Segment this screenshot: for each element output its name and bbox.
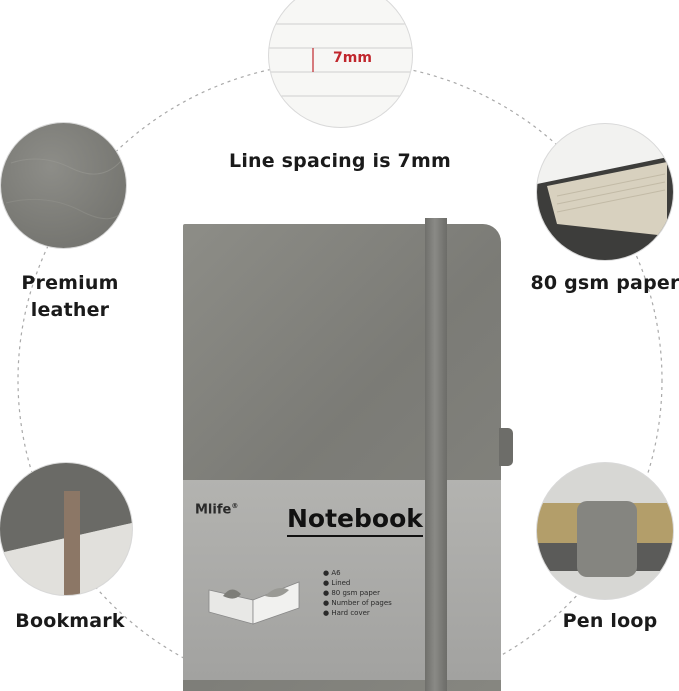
leather-texture [5, 158, 126, 220]
spec-text: Number of pages [331, 599, 392, 607]
elastic-closure-band [425, 218, 447, 691]
line-spacing-detail-image: 7mm [269, 0, 412, 127]
paper-stack-closeup [537, 156, 673, 260]
spec-list: ● A6 ● Lined ● 80 gsm paper ● Number of … [323, 568, 392, 618]
premium-leather-label-line2: leather [30, 299, 110, 321]
spec-bullet-icon: ● [323, 609, 330, 617]
spec-bullet-icon: ● [323, 579, 330, 587]
pen-loop-closeup [537, 501, 673, 577]
premium-leather-label-line1: Premium [21, 272, 119, 294]
spec-text: 80 gsm paper [331, 589, 380, 597]
pen-loop-tab [499, 428, 513, 466]
spec-item: ● A6 [323, 568, 392, 578]
lined-paper-closeup [269, 23, 412, 97]
notebook-label-band: Mlife® Notebook ● A6 ● Lined ● 80 gsm pa… [183, 480, 501, 680]
spec-item: ● 80 gsm paper [323, 588, 392, 598]
line-spacing-label: Line spacing is 7mm [229, 150, 451, 172]
premium-leather-label: Premium leather [0, 270, 140, 324]
brand-logo: Mlife® [195, 502, 238, 517]
spec-text: Hard cover [331, 609, 370, 617]
paper-weight-label: 80 gsm paper [530, 272, 679, 294]
bookmark-image [0, 463, 132, 595]
spec-item: ● Number of pages [323, 598, 392, 608]
spec-bullet-icon: ● [323, 599, 330, 607]
spec-text: Lined [331, 579, 351, 587]
spec-bullet-icon: ● [323, 569, 330, 577]
line-spacing-detail-text: 7mm [333, 50, 372, 66]
pen-loop-label: Pen loop [562, 610, 658, 632]
pen-loop-image [537, 463, 673, 599]
spec-bullet-icon: ● [323, 589, 330, 597]
spec-item: ● Lined [323, 578, 392, 588]
ribbon-bookmark-closeup [0, 463, 132, 595]
spec-item: ● Hard cover [323, 608, 392, 618]
notebook-title: Notebook [287, 504, 423, 537]
bookmark-label: Bookmark [15, 610, 125, 632]
brand-name: Mlife [195, 502, 232, 518]
brand-registered-mark: ® [231, 502, 239, 510]
open-notebook-illustration [208, 581, 300, 625]
paper-edge-image [537, 124, 673, 260]
spec-text: A6 [331, 569, 341, 577]
premium-leather-image [1, 123, 126, 248]
